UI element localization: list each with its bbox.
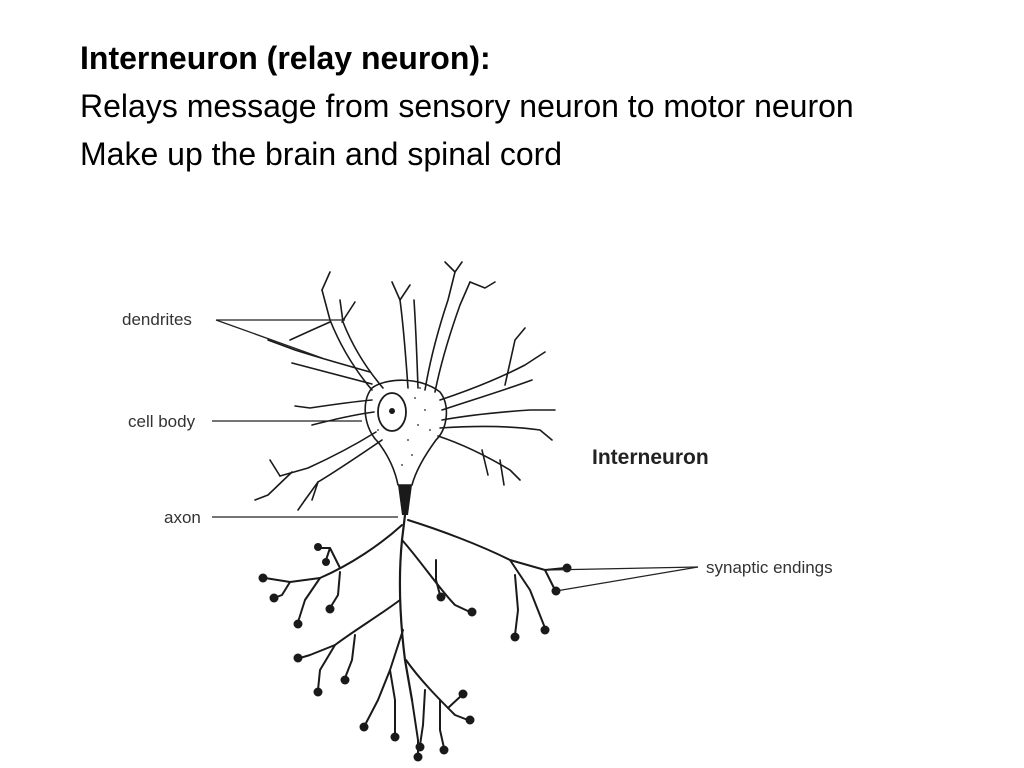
cell-body bbox=[364, 379, 448, 486]
axon-branch bbox=[297, 577, 321, 623]
description-line-2: Make up the brain and spinal cord bbox=[80, 136, 563, 172]
cytoplasm-speckles bbox=[377, 387, 431, 466]
axon-branch bbox=[344, 634, 356, 679]
axon-hillock bbox=[398, 485, 412, 515]
axon-branches bbox=[264, 519, 566, 756]
dendrite bbox=[444, 261, 463, 273]
slide-text-block: Interneuron (relay neuron): Relays messa… bbox=[80, 34, 960, 178]
dendrite bbox=[321, 289, 373, 391]
dendrite bbox=[439, 425, 553, 441]
description-line-1: Relays message from sensory neuron to mo… bbox=[80, 88, 854, 124]
dendrite bbox=[437, 435, 521, 481]
axon bbox=[398, 513, 414, 702]
dendrite bbox=[279, 431, 377, 477]
leader-dendrites-2 bbox=[215, 319, 323, 359]
axon-branch bbox=[401, 539, 471, 613]
dendrites-group bbox=[254, 261, 556, 511]
axon-branch bbox=[317, 547, 341, 569]
dendrite bbox=[441, 379, 533, 411]
label-synaptic-endings: synaptic endings bbox=[706, 558, 833, 577]
axon-branch bbox=[317, 644, 336, 691]
dendrite bbox=[297, 481, 319, 511]
axon-branch bbox=[439, 699, 445, 749]
dendrite bbox=[504, 327, 526, 386]
dendrite bbox=[311, 411, 375, 426]
label-cell-body: cell body bbox=[128, 412, 196, 431]
label-axon: axon bbox=[164, 508, 201, 527]
axon-branch bbox=[405, 659, 469, 721]
leader-lines bbox=[212, 319, 699, 592]
leader-synaptic-1 bbox=[547, 566, 699, 571]
nucleus bbox=[377, 392, 407, 432]
axon-branch bbox=[419, 689, 426, 746]
dendrite bbox=[321, 271, 331, 291]
dendrite bbox=[413, 299, 419, 389]
dendrite bbox=[254, 459, 293, 501]
dendrite bbox=[424, 271, 456, 391]
axon-branch bbox=[407, 519, 566, 571]
synaptic-knobs bbox=[258, 543, 572, 762]
axon-branch bbox=[509, 559, 546, 629]
axon-branch bbox=[514, 574, 519, 636]
dendrite bbox=[441, 409, 556, 421]
leader-synaptic-2 bbox=[555, 566, 699, 592]
dendrite bbox=[304, 439, 383, 501]
axon-branch bbox=[389, 669, 396, 736]
dendrite bbox=[434, 281, 471, 393]
nucleolus bbox=[389, 408, 395, 414]
dendrite bbox=[289, 321, 331, 341]
dendrite bbox=[439, 351, 546, 401]
axon-branch bbox=[364, 629, 404, 726]
axon-branch bbox=[329, 571, 341, 609]
dendrite bbox=[294, 399, 373, 409]
dendrite bbox=[399, 284, 411, 301]
dendrite bbox=[469, 281, 496, 289]
axon-branch bbox=[447, 694, 463, 709]
dendrite bbox=[391, 281, 409, 389]
label-dendrites: dendrites bbox=[122, 310, 192, 329]
slide-title: Interneuron (relay neuron): bbox=[80, 40, 491, 76]
dendrite bbox=[341, 301, 356, 323]
dendrite bbox=[267, 339, 371, 373]
axon-branch bbox=[299, 599, 401, 659]
axon-branch bbox=[544, 569, 556, 591]
dendrite bbox=[339, 299, 384, 389]
dendrite bbox=[481, 449, 505, 486]
diagram-title: Interneuron bbox=[592, 446, 709, 469]
axon-branch bbox=[435, 559, 441, 596]
dendrite bbox=[291, 362, 373, 385]
